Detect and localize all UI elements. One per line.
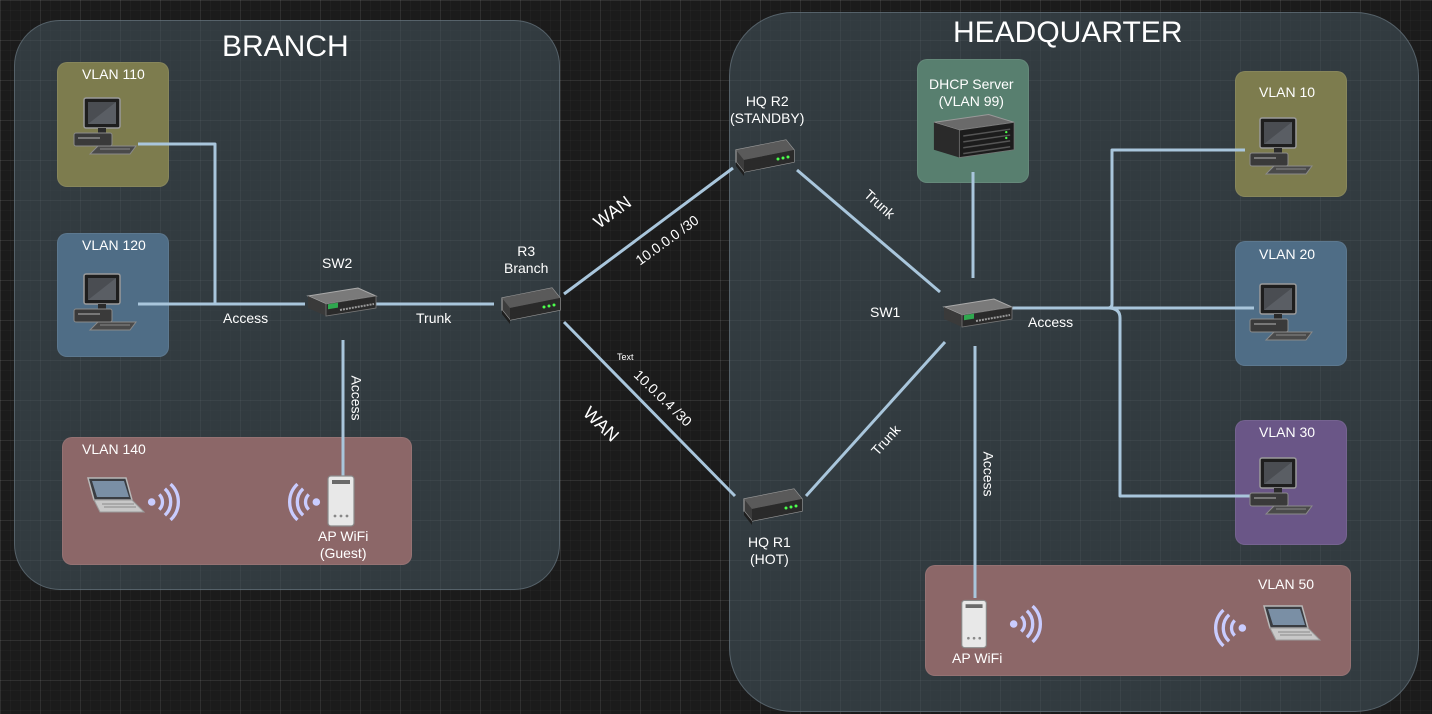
router-hq-r1-icon[interactable]	[736, 485, 806, 525]
headquarter-title: HEADQUARTER	[953, 16, 1183, 49]
link-r1-sw1	[804, 340, 947, 498]
wifi-signal-icon	[1008, 604, 1042, 644]
link-sw1-vlans	[1008, 148, 1245, 310]
pc-vlan-10-icon[interactable]	[1246, 116, 1316, 176]
branch-access-link-label: Access	[223, 310, 269, 326]
router-r3-icon[interactable]	[494, 284, 564, 324]
vlan-10-label: VLAN 10	[1259, 84, 1316, 100]
vlan-20-label: VLAN 20	[1259, 246, 1316, 262]
text-tag-label: Text	[617, 352, 634, 362]
vlan-110-label: VLAN 110	[82, 66, 145, 82]
pc-vlan-30-icon[interactable]	[1246, 456, 1316, 516]
hq-access-vertical-label: Access	[980, 451, 997, 497]
ap-hq-label: AP WiFi	[952, 650, 1003, 666]
link-pc110-sw2	[138, 142, 305, 306]
pc-vlan-20-icon[interactable]	[1246, 282, 1316, 342]
vlan-10-box	[1235, 71, 1347, 197]
r3-label: R3 Branch	[504, 243, 549, 276]
link-r2-sw1	[796, 168, 941, 294]
wifi-signal-icon	[146, 482, 180, 522]
link-r3-r2	[563, 166, 734, 296]
branch-access-vertical-label: Access	[348, 375, 365, 421]
branch-title: BRANCH	[222, 30, 349, 63]
pc-vlan-120-icon[interactable]	[70, 272, 140, 332]
switch-sw2-icon[interactable]	[304, 286, 380, 322]
link-r3-r1	[562, 320, 737, 498]
sw1-label: SW1	[870, 304, 901, 320]
link-sw1-vlan30	[1107, 306, 1254, 498]
wifi-signal-icon	[288, 482, 322, 522]
laptop-vlan-50-icon[interactable]	[1254, 604, 1324, 644]
dhcp-server-icon[interactable]	[930, 112, 1018, 162]
wifi-signal-icon	[1214, 608, 1248, 648]
vlan-120-label: VLAN 120	[82, 237, 146, 253]
pc-vlan-110-icon[interactable]	[70, 96, 140, 156]
switch-sw1-icon[interactable]	[940, 297, 1016, 333]
vlan-120-box	[57, 233, 169, 357]
hq-r2-label: HQ R2 (STANDBY)	[730, 93, 805, 126]
vlan-30-label: VLAN 30	[1259, 424, 1316, 440]
router-hq-r2-icon[interactable]	[728, 136, 798, 176]
hq-access-link-label: Access	[1028, 314, 1074, 330]
laptop-vlan-140-icon[interactable]	[78, 476, 148, 516]
branch-trunk-link-label: Trunk	[416, 310, 452, 326]
vlan-50-label: VLAN 50	[1258, 576, 1315, 592]
ap-guest-label: AP WiFi (Guest)	[318, 528, 369, 561]
dhcp-server-label: DHCP Server (VLAN 99)	[929, 76, 1014, 109]
hq-r1-label: HQ R1 (HOT)	[748, 534, 791, 567]
vlan-140-label: VLAN 140	[82, 441, 146, 457]
access-point-guest-icon[interactable]	[324, 474, 360, 530]
access-point-hq-icon[interactable]	[958, 598, 992, 652]
sw2-label: SW2	[322, 255, 353, 271]
